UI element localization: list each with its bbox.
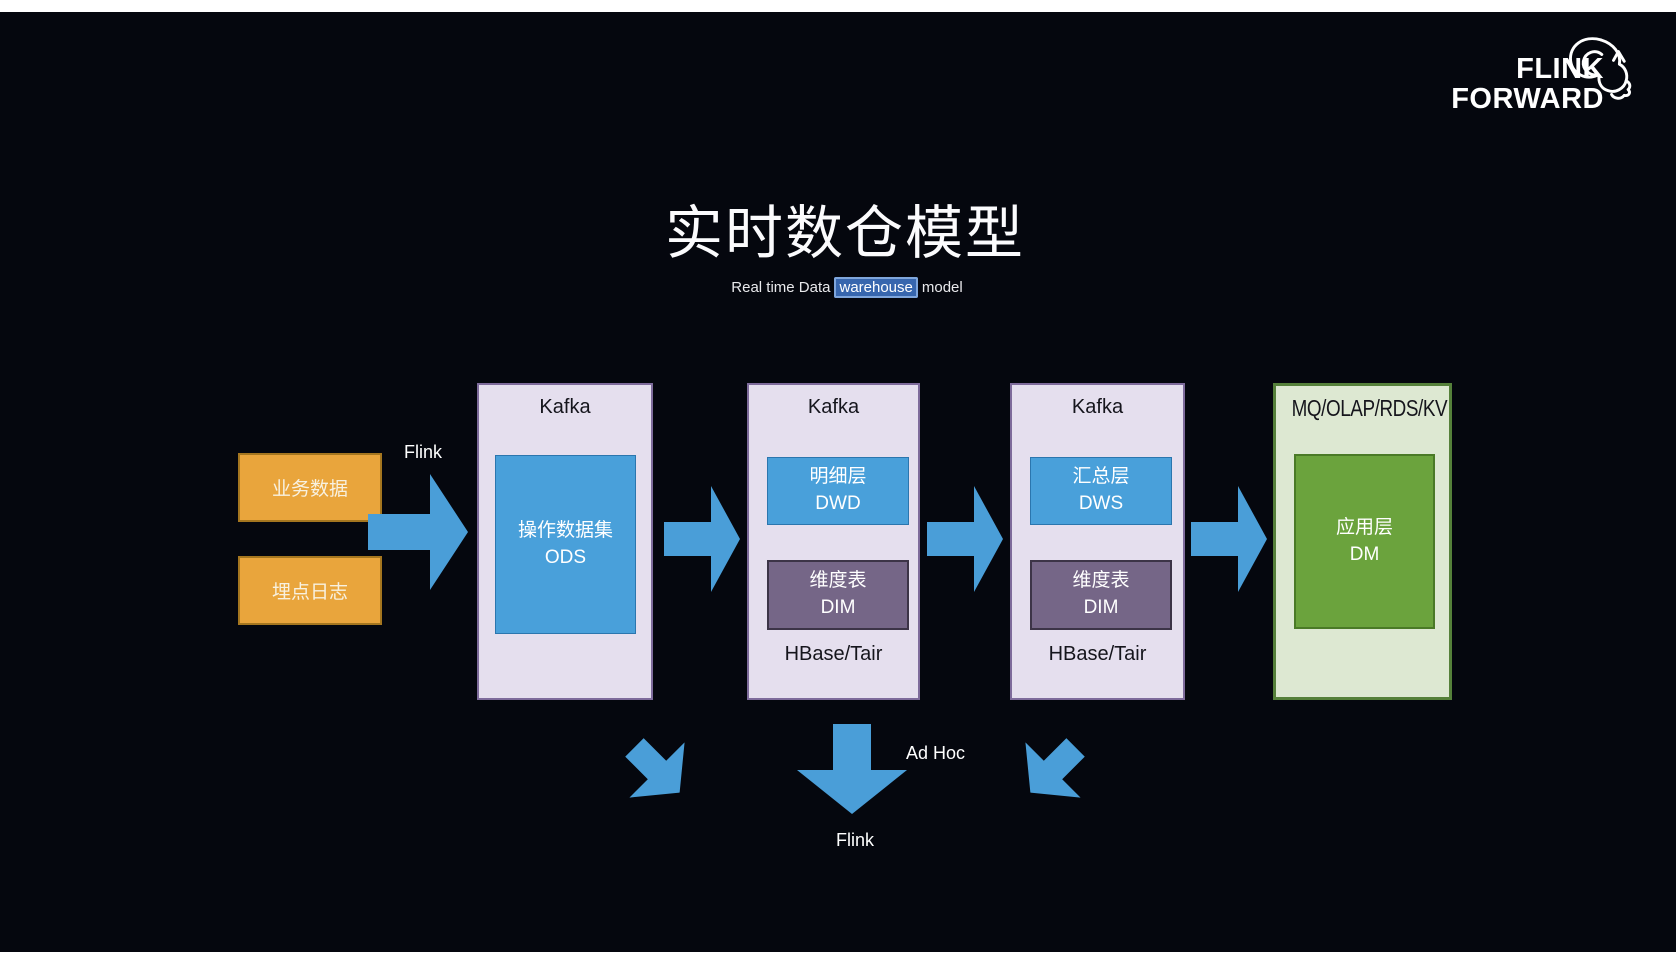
stage-container-dwd: Kafka 明细层 DWD 维度表 DIM HBase/Tair	[747, 383, 920, 700]
adhoc-label: Ad Hoc	[905, 743, 966, 763]
flow-arrow-dwd-to-dws	[927, 486, 1003, 592]
stage-container-dm: MQ/OLAP/RDS/KV 应用层 DM	[1273, 383, 1452, 700]
block-ods: 操作数据集 ODS	[495, 455, 636, 634]
logo-line-forward: FORWARD	[1451, 83, 1604, 115]
source-label: 业务数据	[271, 479, 348, 500]
subtitle-prefix: Real time Data	[731, 279, 831, 296]
block-label-en: DM	[1349, 543, 1380, 565]
stage-header: Kafka	[807, 396, 860, 418]
block-label-cn: 明细层	[809, 466, 867, 488]
block-label-cn: 维度表	[809, 570, 867, 592]
block-label-en: DWS	[1078, 493, 1124, 514]
block-label-cn: 汇总层	[1072, 466, 1130, 488]
block-label-cn: 维度表	[1072, 570, 1130, 592]
source-box-tracking-logs: 埋点日志	[238, 556, 382, 625]
block-label-en: DIM	[820, 597, 856, 618]
block-label-en: DWD	[815, 493, 861, 514]
adhoc-arrow-from-dws	[1025, 738, 1085, 798]
subtitle-suffix: model	[921, 279, 963, 296]
block-dim: 维度表 DIM	[1030, 560, 1172, 630]
block-label-cn: 应用层	[1335, 516, 1393, 538]
stage-footer: HBase/Tair	[1048, 643, 1147, 665]
flow-arrow-dws-to-dm	[1191, 486, 1267, 592]
stage-footer: HBase/Tair	[784, 643, 883, 665]
block-dwd: 明细层 DWD	[767, 457, 909, 525]
flink-ingest-label: Flink	[403, 442, 442, 462]
flow-arrow-ods-to-dwd	[664, 486, 740, 592]
stage-container-ods: Kafka 操作数据集 ODS	[477, 383, 653, 700]
stage-header: Kafka	[1071, 396, 1124, 418]
block-dim: 维度表 DIM	[767, 560, 909, 630]
stage-header: MQ/OLAP/RDS/KV	[1291, 395, 1448, 421]
block-label-en: DIM	[1083, 597, 1119, 618]
source-box-business-data: 业务数据	[238, 453, 382, 522]
source-label: 埋点日志	[271, 582, 348, 603]
stage-header: Kafka	[539, 396, 591, 418]
block-dm: 应用层 DM	[1294, 454, 1435, 629]
block-label-cn: 操作数据集	[517, 519, 613, 541]
stage-container-dws: Kafka 汇总层 DWS 维度表 DIM HBase/Tair	[1010, 383, 1185, 700]
flow-arrow-sources-to-ods	[368, 474, 468, 590]
flink-forward-logo: FLINK FORWARD	[1451, 54, 1604, 114]
squirrel-icon	[1569, 37, 1632, 100]
flink-query-label: Flink	[835, 830, 874, 850]
logo-line-flink: FLINK	[1516, 53, 1604, 85]
adhoc-arrow-from-ods	[625, 738, 685, 798]
highlighted-word: warehouse	[834, 277, 918, 298]
adhoc-arrow-from-dwd	[797, 724, 907, 814]
page-title: 实时数仓模型	[664, 201, 1025, 266]
block-label-en: ODS	[544, 546, 587, 568]
block-dws: 汇总层 DWS	[1030, 457, 1172, 525]
